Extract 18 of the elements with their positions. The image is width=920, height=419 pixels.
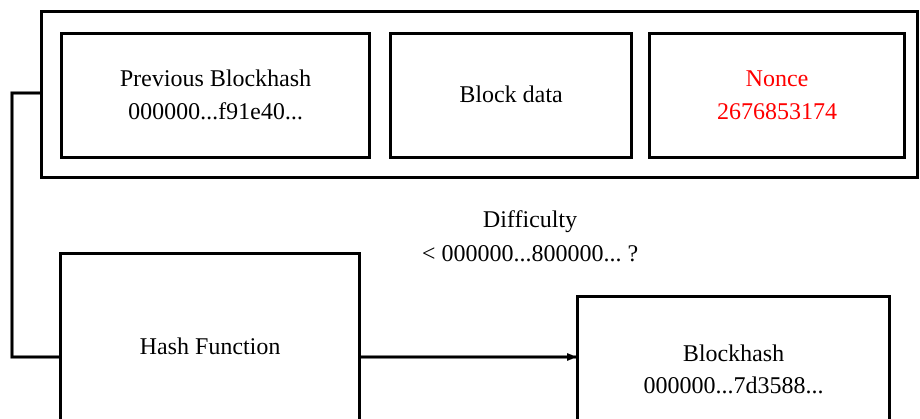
process-box [648,32,906,159]
node-text: Nonce [746,65,808,94]
node-text: Hash Function [140,332,280,362]
process-box [59,252,361,419]
condition-text: Difficulty [482,207,578,234]
process-box [60,32,371,159]
arrow [361,353,577,361]
connector-line [10,92,59,358]
process-box [389,32,633,159]
node-text: Blockhash [682,340,784,369]
node-text: 2676853174 [717,98,837,126]
condition-text: < 000000...800000... ? [422,241,638,268]
process-box [576,295,891,419]
node-text: Block data [459,81,563,110]
node-text: 000000...f91e40... [128,98,303,126]
container-box [40,10,919,179]
node-text: Previous Blockhash [120,65,312,94]
node-text: 000000...7d3588... [644,372,824,401]
